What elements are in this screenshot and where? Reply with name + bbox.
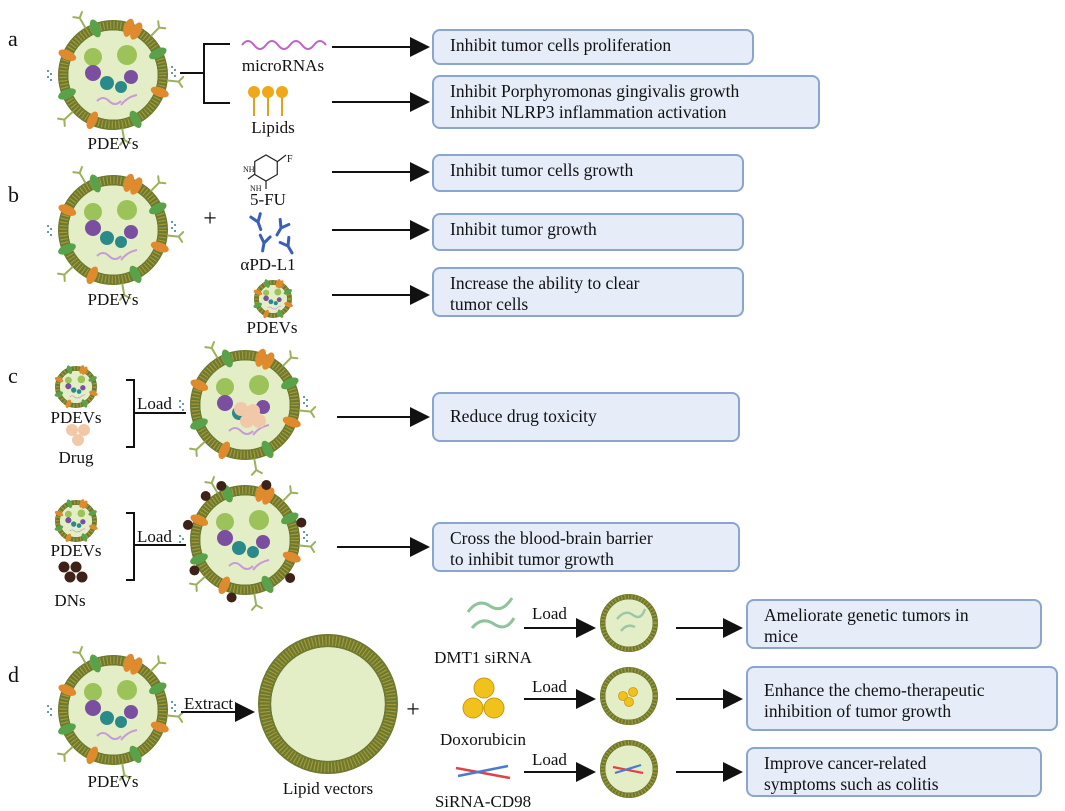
a-cargo-lipids-label: Lipids (251, 118, 295, 137)
fluorouracil-structure-icon (247, 154, 287, 189)
c2-vesicle-label: PDEVs (50, 541, 102, 560)
c-effect-box-1: Reduce drug toxicity (432, 392, 740, 442)
d-effect-2-line-2: inhibition of tumor growth (764, 701, 952, 721)
d2-cargo-label: Doxorubicin (440, 730, 526, 749)
c1-small-pdev-icon (54, 365, 98, 409)
dns-particles-icon (58, 561, 88, 583)
d-effect-2-line-1: Enhance the chemo-therapeutic (764, 680, 985, 700)
d2-load-label: Load (532, 677, 567, 696)
a-effect-box-2: Inhibit Porphyromonas gingivalis growth … (432, 75, 820, 129)
a-effect-1-line-1: Inhibit tumor cells proliferation (450, 35, 672, 55)
a-effect-2-line-1: Inhibit Porphyromonas gingivalis growth (450, 81, 740, 101)
c2-loaded-vesicle (179, 476, 317, 611)
d-pdev-vesicle (47, 646, 185, 781)
a-vesicle-label: PDEVs (87, 134, 139, 153)
d-effect-3-line-2: symptoms such as colitis (764, 774, 939, 794)
b-small-pdev-icon (253, 279, 293, 319)
c1-cargo-label: Drug (58, 448, 94, 467)
microrna-icon (241, 40, 327, 50)
b-effect-box-2: Inhibit tumor growth (432, 213, 744, 251)
a-effect-box-1: Inhibit tumor cells proliferation (432, 29, 754, 65)
b-plus-sign: + (203, 206, 217, 232)
drug-particles-icon (66, 424, 90, 446)
b-agent-5fu-label: 5-FU (250, 190, 286, 209)
d-effect-box-3: Improve cancer-related symptoms such as … (746, 747, 1042, 797)
c2-bracket (126, 512, 186, 581)
c2-load-label: Load (137, 527, 172, 546)
c1-loaded-vesicle (179, 341, 317, 476)
a-pdev-vesicle (47, 11, 185, 146)
panel-label-d: d (8, 662, 19, 687)
a-effect-2-line-2: Inhibit NLRP3 inflammation activation (450, 102, 727, 122)
b-effect-3-line-1: Increase the ability to clear (450, 273, 640, 293)
a-cargo-microrna-label: microRNAs (241, 56, 325, 75)
d-extract-label: Extract (184, 694, 234, 713)
d3-cargo-label: SiRNA-CD98 (434, 792, 532, 811)
b-effect-3-line-2: tumor cells (450, 294, 529, 314)
c1-vesicle-label: PDEVs (50, 408, 102, 427)
d-lipid-vector (257, 634, 398, 775)
b-effect-box-1: Inhibit tumor cells growth (432, 154, 744, 192)
d-plus-sign: + (406, 697, 420, 723)
b-effect-1-line-1: Inhibit tumor cells growth (450, 160, 634, 180)
lipids-icon (248, 86, 288, 116)
b-agent-pdevs-label: PDEVs (246, 318, 298, 337)
c2-cargo-label: DNs (54, 591, 86, 610)
d3-load-label: Load (532, 750, 567, 769)
d-effect-3-line-1: Improve cancer-related (764, 753, 927, 773)
fu-f-label: F (287, 154, 293, 165)
c2-small-pdev-icon (54, 499, 98, 543)
antibody-icon (249, 212, 294, 255)
d-effect-box-1: Ameliorate genetic tumors in mice (746, 599, 1042, 649)
d2-loaded-vector (600, 667, 659, 726)
d3-loaded-vector (600, 740, 659, 799)
d1-load-label: Load (532, 604, 567, 623)
doxorubicin-icon (462, 677, 505, 719)
panel-label-b: b (8, 182, 19, 207)
panel-label-c: c (8, 363, 18, 388)
c1-load-label: Load (137, 394, 172, 413)
c-effect-2-line-2: to inhibit tumor growth (450, 549, 614, 569)
d-effect-1-line-1: Ameliorate genetic tumors in (764, 605, 969, 625)
b-effect-2-line-1: Inhibit tumor growth (450, 219, 597, 239)
fu-nh-top-label: NH (243, 165, 255, 174)
sirna-cd98-icon (455, 764, 511, 780)
b-agent-apdl1-label: αPD-L1 (240, 255, 296, 274)
panel-label-a: a (8, 26, 18, 51)
d-vector-label: Lipid vectors (282, 779, 374, 798)
c-effect-2-line-1: Cross the blood-brain barrier (450, 528, 653, 548)
c-effect-1-line-1: Reduce drug toxicity (450, 406, 597, 426)
d-vesicle-label: PDEVs (87, 772, 139, 791)
d-effect-box-2: Enhance the chemo-therapeutic inhibition… (746, 666, 1058, 731)
b-vesicle-label: PDEVs (87, 290, 139, 309)
fu-nh-bottom-label: NH (250, 184, 262, 193)
dmt1-sirna-icon (466, 597, 516, 630)
c-effect-box-2: Cross the blood-brain barrier to inhibit… (432, 522, 740, 572)
b-effect-box-3: Increase the ability to clear tumor cell… (432, 267, 744, 317)
b-pdev-vesicle (47, 166, 185, 301)
c1-bracket (126, 379, 186, 448)
d1-loaded-vector (600, 594, 659, 653)
d-effect-1-line-2: mice (764, 626, 799, 646)
d1-cargo-label: DMT1 siRNA (434, 648, 532, 667)
a-bracket (180, 43, 230, 104)
